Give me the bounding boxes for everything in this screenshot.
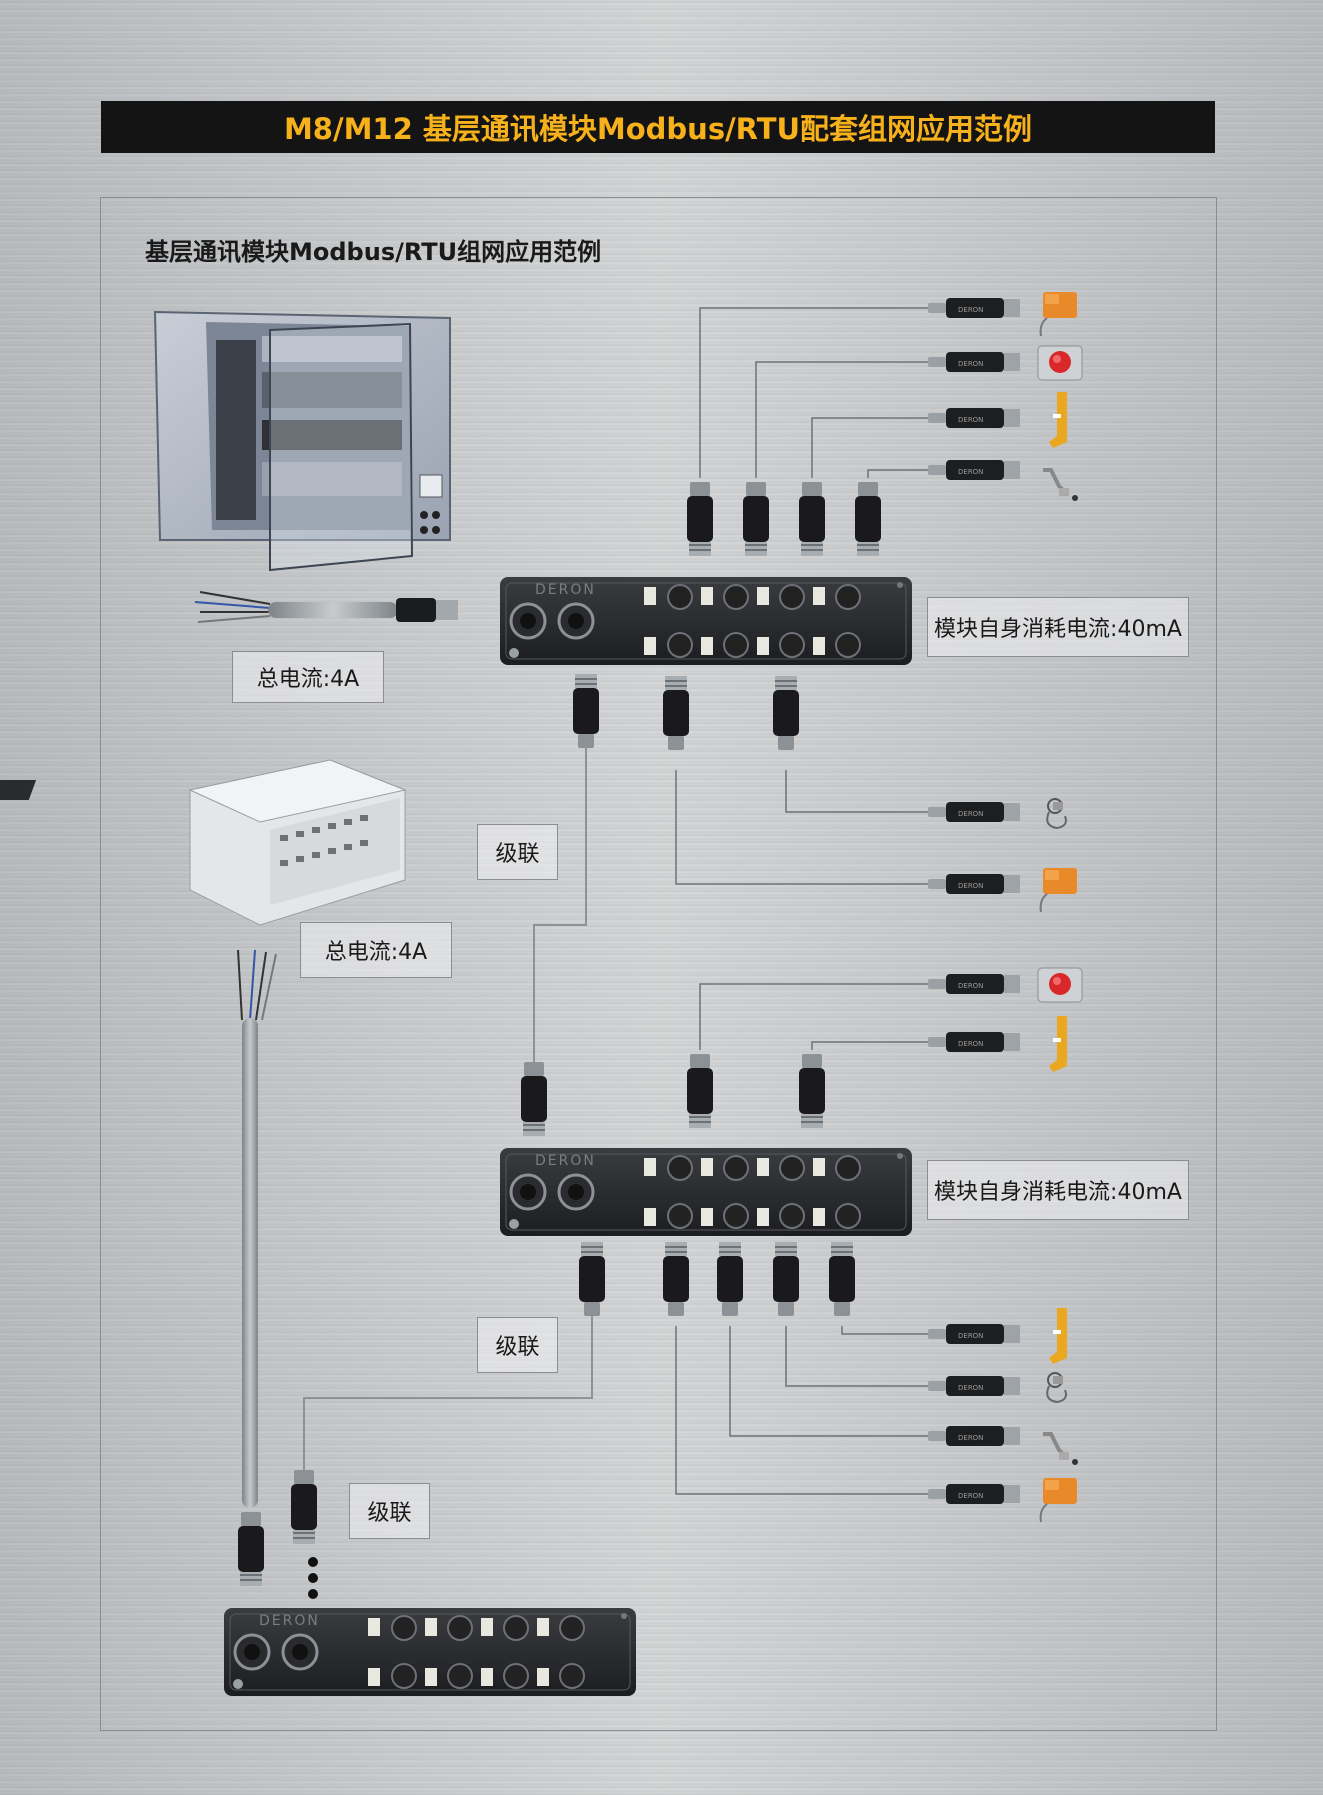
module-2-brand: DERON xyxy=(535,1153,596,1169)
diagram-frame xyxy=(100,197,1217,1731)
page-title: M8/M12 基层通讯模块Modbus/RTU配套组网应用范例 xyxy=(101,101,1215,153)
module-current-label-1: 模块自身消耗电流:40mA xyxy=(927,597,1189,657)
sensor-group-2 xyxy=(928,967,1083,1523)
plc-field-cable xyxy=(237,949,277,1586)
cascade-label-2: 级联 xyxy=(477,1317,558,1373)
plc-illustration xyxy=(0,759,407,926)
diagram-subtitle: 基层通讯模块Modbus/RTU组网应用范例 xyxy=(145,238,602,266)
cascade-cables xyxy=(303,748,593,1470)
total-current-label-1: 总电流:4A xyxy=(232,651,384,703)
power-input-cable xyxy=(194,591,458,623)
module-current-label-2: 模块自身消耗电流:40mA xyxy=(927,1160,1189,1220)
module-1-brand: DERON xyxy=(535,582,596,598)
cascade-label-1: 级联 xyxy=(477,824,558,880)
signal-wires xyxy=(675,307,928,1495)
continuation-dots xyxy=(308,1557,318,1599)
control-cabinet-illustration xyxy=(153,310,451,572)
module-3-brand: DERON xyxy=(259,1613,320,1629)
total-current-label-2: 总电流:4A xyxy=(300,922,452,978)
cascade-label-3: 级联 xyxy=(349,1483,430,1539)
